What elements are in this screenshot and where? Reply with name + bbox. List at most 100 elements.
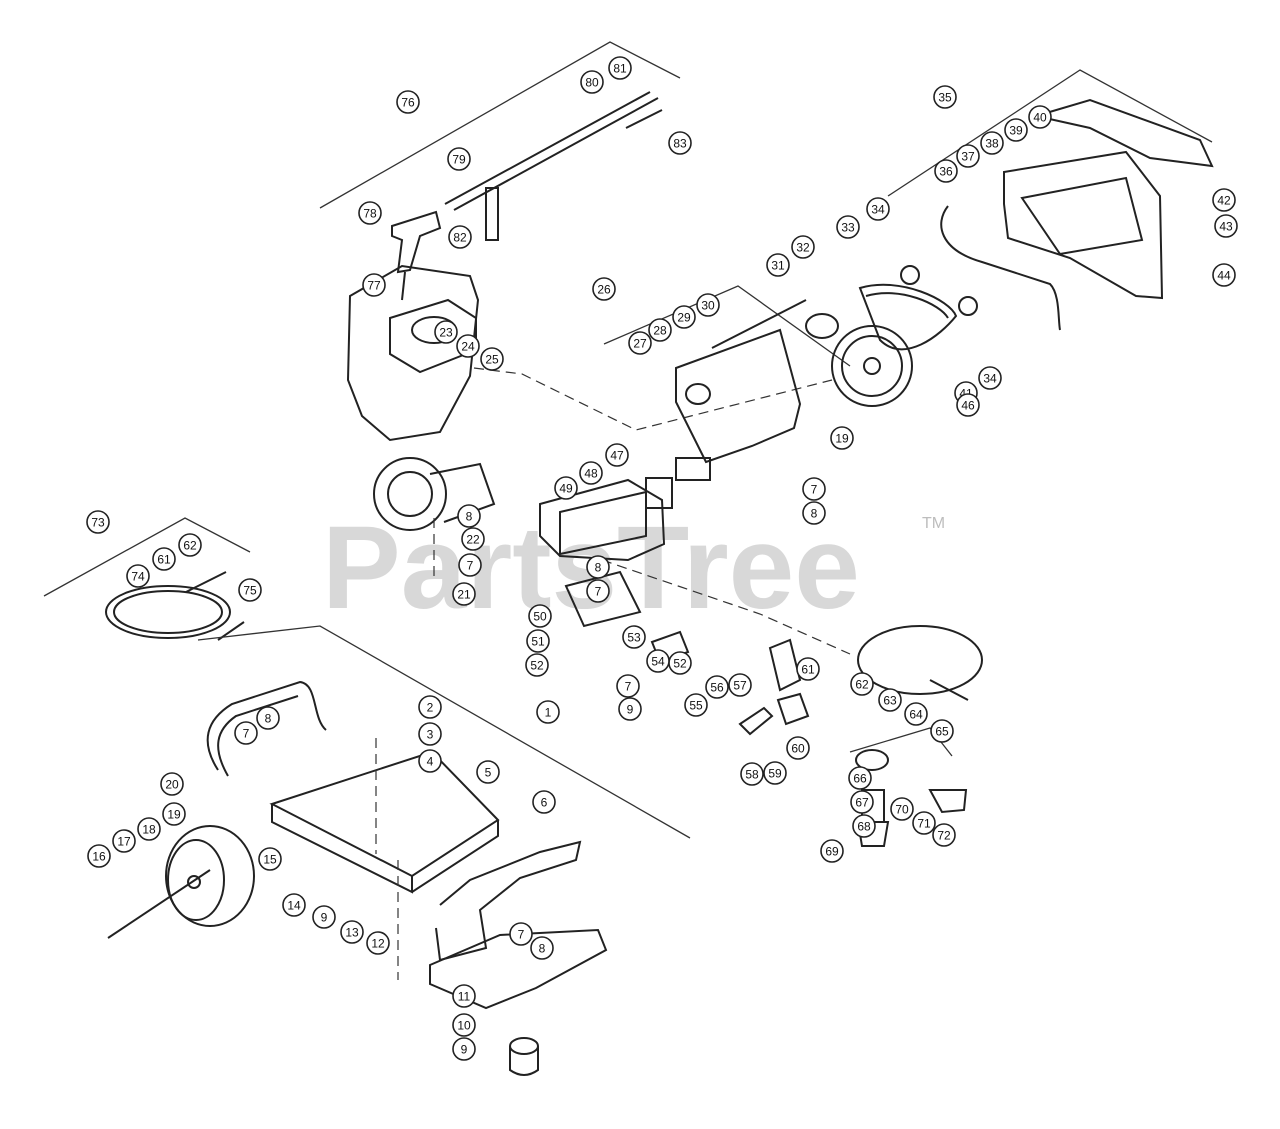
part-callout-62: 62 [850, 672, 874, 696]
part-callout-61: 61 [796, 657, 820, 681]
part-callout-46: 46 [956, 393, 980, 417]
callout-number: 61 [157, 553, 171, 567]
callout-number: 80 [585, 76, 599, 90]
callout-circle [580, 70, 604, 94]
part-callout-58: 58 [740, 762, 764, 786]
callout-number: 72 [937, 829, 951, 843]
part-callout-23: 23 [434, 320, 458, 344]
part-callout-47: 47 [605, 443, 629, 467]
callout-circle [87, 844, 111, 868]
callout-circle [532, 790, 556, 814]
callout-number: 16 [92, 850, 106, 864]
part-callout-9: 9 [312, 905, 336, 929]
callout-circle [456, 334, 480, 358]
callout-circle [480, 347, 504, 371]
callout-number: 70 [895, 803, 909, 817]
callout-number: 1 [545, 706, 552, 720]
callout-circle [878, 688, 902, 712]
part-callout-8: 8 [530, 936, 554, 960]
callout-circle [112, 829, 136, 853]
callout-number: 3 [427, 728, 434, 742]
belt-drive [805, 69, 1214, 407]
callout-circle [848, 766, 872, 790]
callout-number: 54 [651, 655, 665, 669]
callout-circle [434, 320, 458, 344]
callout-number: 14 [287, 899, 301, 913]
part-callout-7: 7 [586, 579, 610, 603]
callout-circle [258, 847, 282, 871]
callout-circle [1214, 214, 1238, 238]
callout-circle [830, 426, 854, 450]
callout-number: 47 [610, 449, 624, 463]
callout-number: 52 [530, 659, 544, 673]
callout-circle [418, 695, 442, 719]
callout-circle [850, 790, 874, 814]
callout-circle [256, 706, 280, 730]
part-callout-52: 52 [668, 651, 692, 675]
callout-number: 34 [871, 203, 885, 217]
part-callout-13: 13 [340, 920, 364, 944]
part-callout-10: 10 [452, 1013, 476, 1037]
part-callout-71: 71 [912, 811, 936, 835]
part-callout-76: 76 [396, 90, 420, 114]
callout-circle [705, 675, 729, 699]
part-callout-20: 20 [160, 772, 184, 796]
callout-circle [912, 811, 936, 835]
callout-number: 13 [345, 926, 359, 940]
part-callout-77: 77 [362, 273, 386, 297]
part-callout-7: 7 [616, 674, 640, 698]
callout-number: 76 [401, 96, 415, 110]
callout-layer: 1234567777778888899910111213141516171819… [86, 56, 1238, 1061]
callout-number: 69 [825, 845, 839, 859]
callout-number: 4 [427, 755, 434, 769]
callout-number: 18 [142, 823, 156, 837]
callout-number: 62 [183, 539, 197, 553]
callout-number: 19 [167, 808, 181, 822]
callout-circle [509, 922, 533, 946]
callout-circle [586, 579, 610, 603]
part-callout-17: 17 [112, 829, 136, 853]
callout-number: 34 [983, 372, 997, 386]
callout-circle [684, 693, 708, 717]
part-callout-70: 70 [890, 797, 914, 821]
callout-number: 21 [457, 588, 471, 602]
callout-circle [457, 504, 481, 528]
callout-number: 66 [853, 772, 867, 786]
callout-circle [461, 527, 485, 551]
callout-circle [234, 721, 258, 745]
callout-circle [137, 817, 161, 841]
callout-circle [418, 749, 442, 773]
callout-number: 8 [595, 561, 602, 575]
hose-assembly [43, 517, 251, 641]
callout-number: 7 [467, 559, 474, 573]
callout-circle [528, 604, 552, 628]
callout-circle [452, 1037, 476, 1061]
callout-circle [728, 673, 752, 697]
part-callout-44: 44 [1212, 263, 1236, 287]
part-callout-39: 39 [1004, 118, 1028, 142]
callout-number: 17 [117, 835, 131, 849]
part-callout-16: 16 [87, 844, 111, 868]
part-callout-69: 69 [820, 839, 844, 863]
callout-number: 26 [597, 283, 611, 297]
callout-number: 31 [771, 259, 785, 273]
callout-circle [340, 920, 364, 944]
callout-circle [763, 761, 787, 785]
callout-circle [1212, 188, 1236, 212]
part-callout-9: 9 [618, 697, 642, 721]
callout-number: 8 [466, 510, 473, 524]
part-callout-8: 8 [586, 555, 610, 579]
callout-circle [672, 305, 696, 329]
callout-number: 82 [453, 231, 467, 245]
part-callout-7: 7 [802, 477, 826, 501]
part-callout-8: 8 [256, 706, 280, 730]
callout-number: 40 [1033, 111, 1047, 125]
part-callout-51: 51 [526, 629, 550, 653]
part-callout-37: 37 [956, 144, 980, 168]
part-callout-15: 15 [258, 847, 282, 871]
callout-number: 49 [559, 482, 573, 496]
part-callout-31: 31 [766, 253, 790, 277]
part-callout-73: 73 [86, 510, 110, 534]
callout-number: 59 [768, 767, 782, 781]
